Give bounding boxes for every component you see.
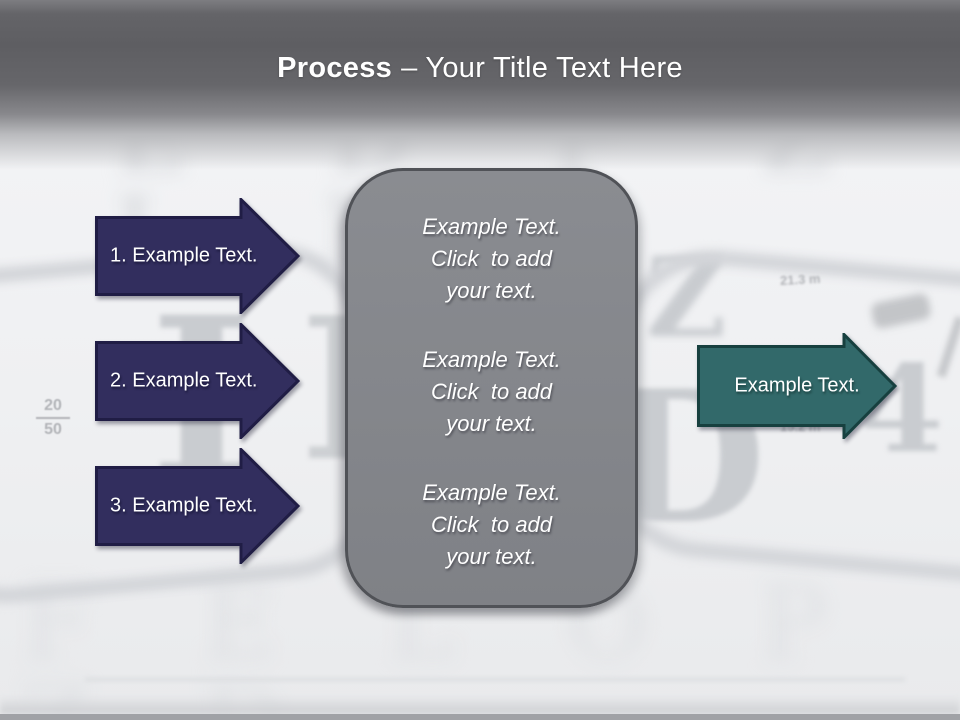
step-label-1: 1. Example Text.	[110, 244, 258, 267]
slide-header-band: Process– Your Title Text Here	[0, 0, 960, 172]
step-arrow-3[interactable]: 3. Example Text.	[95, 448, 300, 564]
arrow-right-shape	[95, 198, 300, 314]
process-text-box-content: Example Text. Click to add your text. Ex…	[348, 171, 635, 573]
chart-distance-label-top: 21.3 m	[779, 270, 821, 289]
text-placeholder-paragraph: Example Text. Click to add your text.	[364, 477, 619, 573]
result-arrow-label: Example Text.	[734, 374, 860, 397]
arrow-right-shape	[697, 333, 897, 439]
title-rest: – Your Title Text Here	[401, 52, 683, 84]
paragraph-line: Click to add	[430, 246, 553, 271]
paragraph-line: Click to add	[430, 512, 553, 537]
acuity-ratio: 20 50	[36, 396, 70, 440]
arrow-right-shape	[95, 448, 300, 564]
title-emphasis: Process	[277, 52, 393, 84]
result-arrow[interactable]: Example Text.	[697, 333, 897, 439]
bottom-edge-glow	[0, 696, 960, 714]
text-placeholder-paragraph: Example Text. Click to add your text.	[364, 211, 619, 307]
arrow-right-shape	[95, 323, 300, 439]
paragraph-line: your text.	[446, 278, 537, 303]
paragraph-line: Example Text.	[422, 214, 561, 239]
bottom-edge-strip	[0, 714, 960, 720]
paragraph-line: Example Text.	[422, 347, 561, 372]
chart-letter-z: Z	[646, 233, 727, 362]
paragraph-line: your text.	[446, 544, 537, 569]
step-label-2: 2. Example Text.	[110, 369, 258, 392]
step-arrow-2[interactable]: 2. Example Text.	[95, 323, 300, 439]
slide-title[interactable]: Process– Your Title Text Here	[0, 52, 960, 85]
paragraph-line: Click to add	[430, 379, 553, 404]
chart-divider-line	[85, 678, 905, 681]
paragraph-line: Example Text.	[422, 480, 561, 505]
text-placeholder-paragraph: Example Text. Click to add your text.	[364, 344, 619, 440]
step-label-3: 3. Example Text.	[110, 494, 258, 517]
acuity-numerator: 20	[36, 396, 70, 419]
step-arrow-1[interactable]: 1. Example Text.	[95, 198, 300, 314]
process-text-box[interactable]: Example Text. Click to add your text. Ex…	[345, 168, 638, 608]
acuity-denominator: 50	[44, 421, 62, 438]
paragraph-line: your text.	[446, 411, 537, 436]
